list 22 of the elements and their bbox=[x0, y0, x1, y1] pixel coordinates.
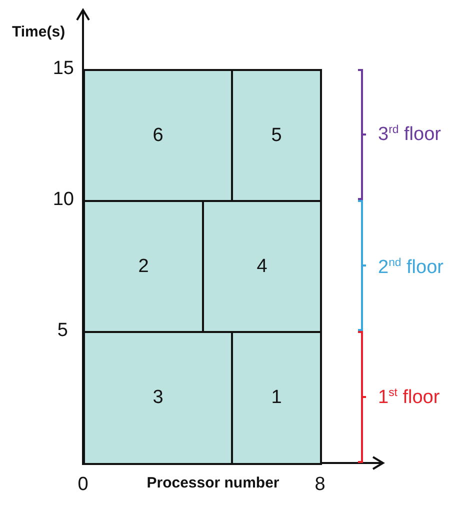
tick-label: 0 bbox=[78, 474, 88, 496]
tick-label: 5 bbox=[57, 320, 68, 342]
floor-label: 1$^{st}$ floor bbox=[378, 386, 440, 410]
task-number: 6 bbox=[152, 124, 164, 146]
task-block bbox=[202, 200, 322, 333]
axis-title: Processor number bbox=[146, 474, 280, 492]
task-number: 5 bbox=[271, 124, 282, 146]
task-number: 1 bbox=[271, 387, 282, 409]
task-block bbox=[83, 200, 204, 333]
task-number: 4 bbox=[256, 256, 268, 278]
task-number: 3 bbox=[152, 387, 164, 409]
tick-label: 15 bbox=[52, 58, 74, 80]
task-block bbox=[83, 69, 233, 202]
axis-title: Time(s) bbox=[12, 24, 66, 40]
task-number: 2 bbox=[138, 256, 149, 278]
task-block bbox=[231, 331, 322, 465]
tick-label: 10 bbox=[52, 189, 74, 211]
task-block bbox=[231, 69, 322, 202]
floor-label: 3$^{rd}$ floor bbox=[378, 124, 441, 146]
tick-label: 8 bbox=[314, 474, 326, 496]
floor-label: 2$^{nd}$ floor bbox=[378, 256, 444, 280]
task-block bbox=[83, 331, 233, 465]
